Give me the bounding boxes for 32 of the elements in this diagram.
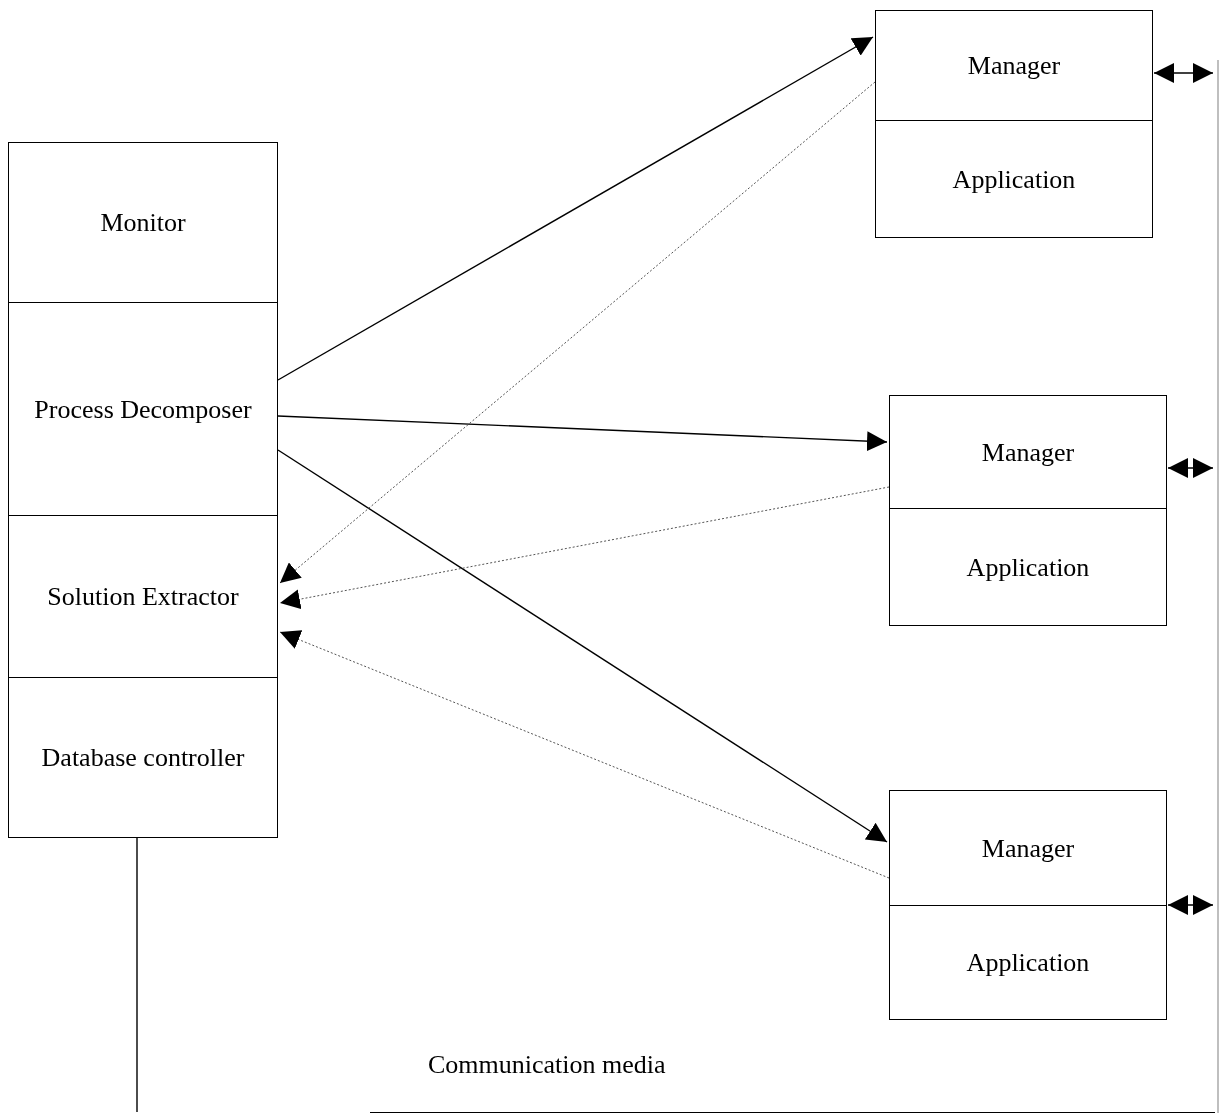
arrow (277, 415, 888, 452)
component-box (875, 120, 1153, 238)
component-label: Application (966, 947, 1090, 979)
component-label: Application (966, 551, 1090, 584)
arrow (277, 36, 874, 381)
bus-label: Communication media (428, 1050, 666, 1080)
component-label: Database controller (41, 742, 245, 774)
dotted-arrow (279, 81, 876, 584)
component-label: Solution Extractor (47, 581, 239, 613)
dotted-arrow (279, 486, 890, 610)
component-label: Application (952, 163, 1076, 196)
component-box (8, 302, 278, 516)
connector-line (136, 837, 138, 1113)
component-label: Manager (981, 832, 1075, 865)
double-arrow (1167, 458, 1214, 478)
component-box (889, 395, 1167, 509)
double-arrow (1153, 63, 1214, 83)
component-box (875, 10, 1153, 121)
component-box (8, 515, 278, 678)
component-label: Process Decomposer (34, 393, 252, 426)
component-box (8, 677, 278, 838)
dotted-arrow (279, 630, 890, 879)
component-label: Manager (967, 50, 1061, 82)
component-box (889, 508, 1167, 626)
component-label: Monitor (100, 207, 186, 239)
component-box (889, 905, 1167, 1020)
arrow (277, 449, 888, 843)
component-box (8, 142, 278, 303)
component-label: Manager (981, 436, 1075, 469)
component-box (889, 790, 1167, 906)
bus-line (1214, 60, 1221, 1113)
double-arrow (1167, 895, 1214, 915)
